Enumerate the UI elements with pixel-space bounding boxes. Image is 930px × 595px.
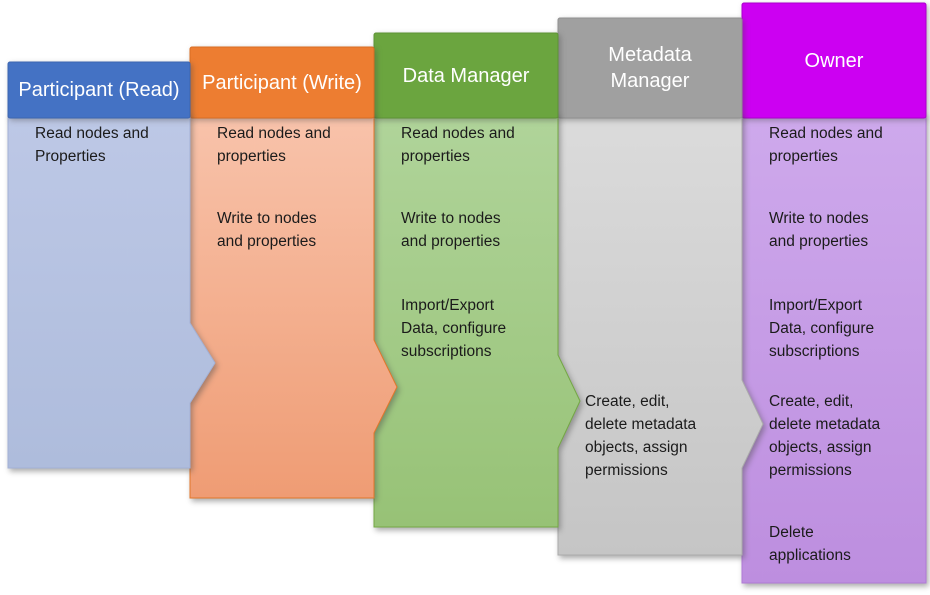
column-title-participant-write: Participant (Write) bbox=[202, 71, 362, 94]
permission-read: Read nodes and properties bbox=[769, 125, 883, 165]
permission-read: Read nodes and properties bbox=[217, 125, 331, 165]
permission-write: Write to nodes and properties bbox=[401, 210, 501, 250]
permission-read: Read nodes and properties bbox=[401, 125, 515, 165]
permission-create-metadata: Create, edit, delete metadata objects, a… bbox=[769, 393, 881, 479]
permission-import-export: Import/Export Data, configure subscripti… bbox=[401, 297, 507, 360]
column-title-participant-read: Participant (Read) bbox=[18, 79, 180, 101]
permission-write: Write to nodes and properties bbox=[217, 210, 317, 250]
permission-write: Write to nodes and properties bbox=[769, 210, 869, 250]
permission-import-export: Import/Export Data, configure subscripti… bbox=[769, 297, 875, 360]
permission-create-metadata: Create, edit, delete metadata objects, a… bbox=[585, 393, 697, 479]
column-title-data-manager: Data Manager bbox=[402, 64, 530, 87]
permission-read: Read nodes and Properties bbox=[35, 125, 149, 165]
column-title-metadata-manager: Metadata Manager bbox=[608, 44, 692, 92]
permission-delete-applications: Delete applications bbox=[769, 524, 851, 564]
column-title-owner: Owner bbox=[804, 49, 864, 72]
